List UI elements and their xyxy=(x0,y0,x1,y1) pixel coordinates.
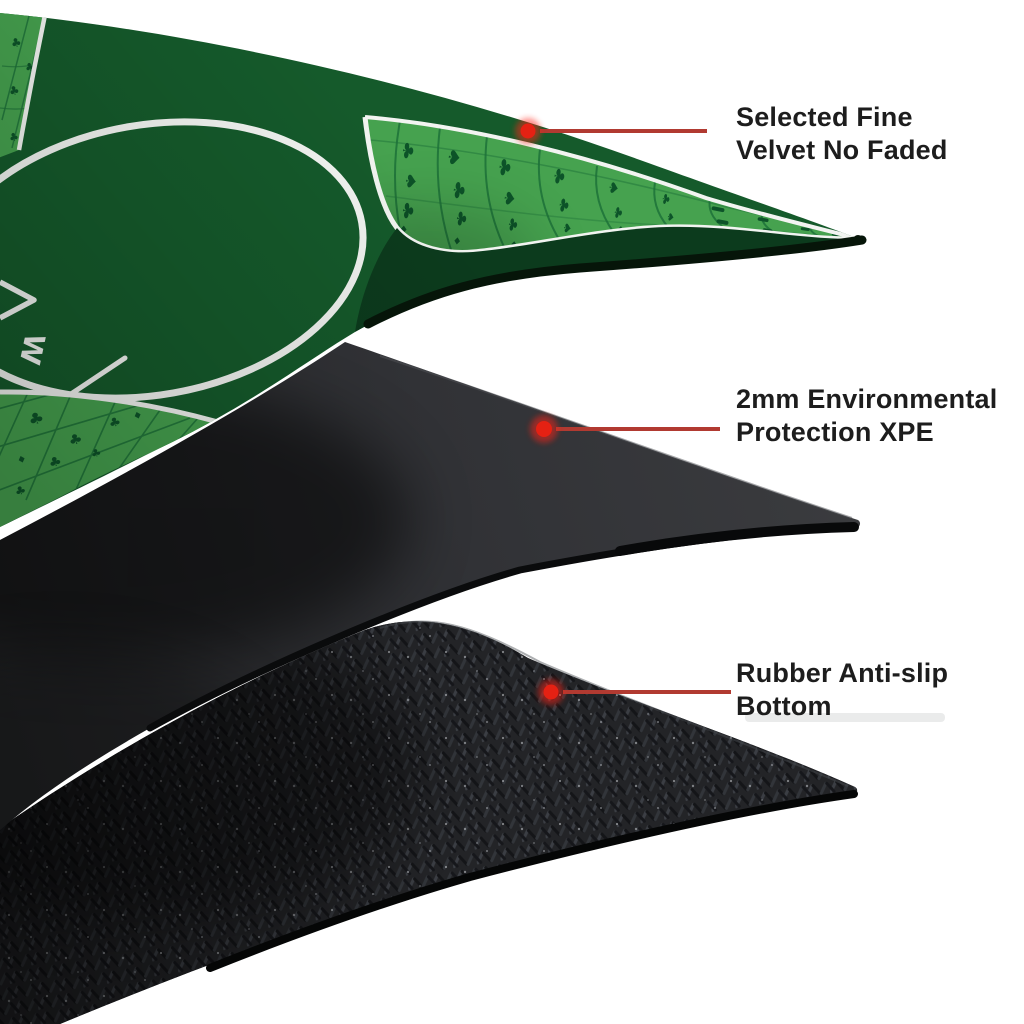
callout-velvet-line2: Velvet No Faded xyxy=(736,135,948,165)
xpe-shadow-under-mat xyxy=(0,380,410,660)
callout-label-xpe: 2mm Environmental Protection XPE xyxy=(736,383,1024,449)
label-smudge-artifact xyxy=(745,713,945,722)
callout-rubber-line2: Bottom xyxy=(736,691,832,721)
xpe-tip-thickness-edge xyxy=(615,522,859,556)
callout-velvet-line1: Selected Fine xyxy=(736,102,913,132)
callout-markers xyxy=(515,118,945,722)
callout-marker-1 xyxy=(515,118,707,144)
callout-xpe-line2: Protection XPE xyxy=(736,417,934,447)
callout-xpe-line1: 2mm Environmental xyxy=(736,384,998,414)
callout-marker-2 xyxy=(530,415,720,443)
mat-tip-edge xyxy=(853,235,863,245)
callout-label-velvet: Selected Fine Velvet No Faded xyxy=(736,101,1024,167)
rubber-top-edge-highlight xyxy=(379,620,849,787)
rubber-shadow-under-xpe xyxy=(0,621,420,920)
red-dot-marker-2 xyxy=(536,421,552,437)
xpe-top-edge-highlight xyxy=(379,355,853,519)
xpe-middle-layer xyxy=(0,342,861,830)
callout-label-rubber: Rubber Anti-slip Bottom xyxy=(736,657,1024,723)
callout-rubber-line1: Rubber Anti-slip xyxy=(736,658,949,688)
mat-rolled-edge xyxy=(363,235,867,329)
red-dot-marker-3 xyxy=(543,684,559,700)
rubber-bottom-thickness-edge xyxy=(206,790,858,972)
callout-marker-3 xyxy=(538,679,731,705)
red-dot-marker-1 xyxy=(520,123,536,139)
